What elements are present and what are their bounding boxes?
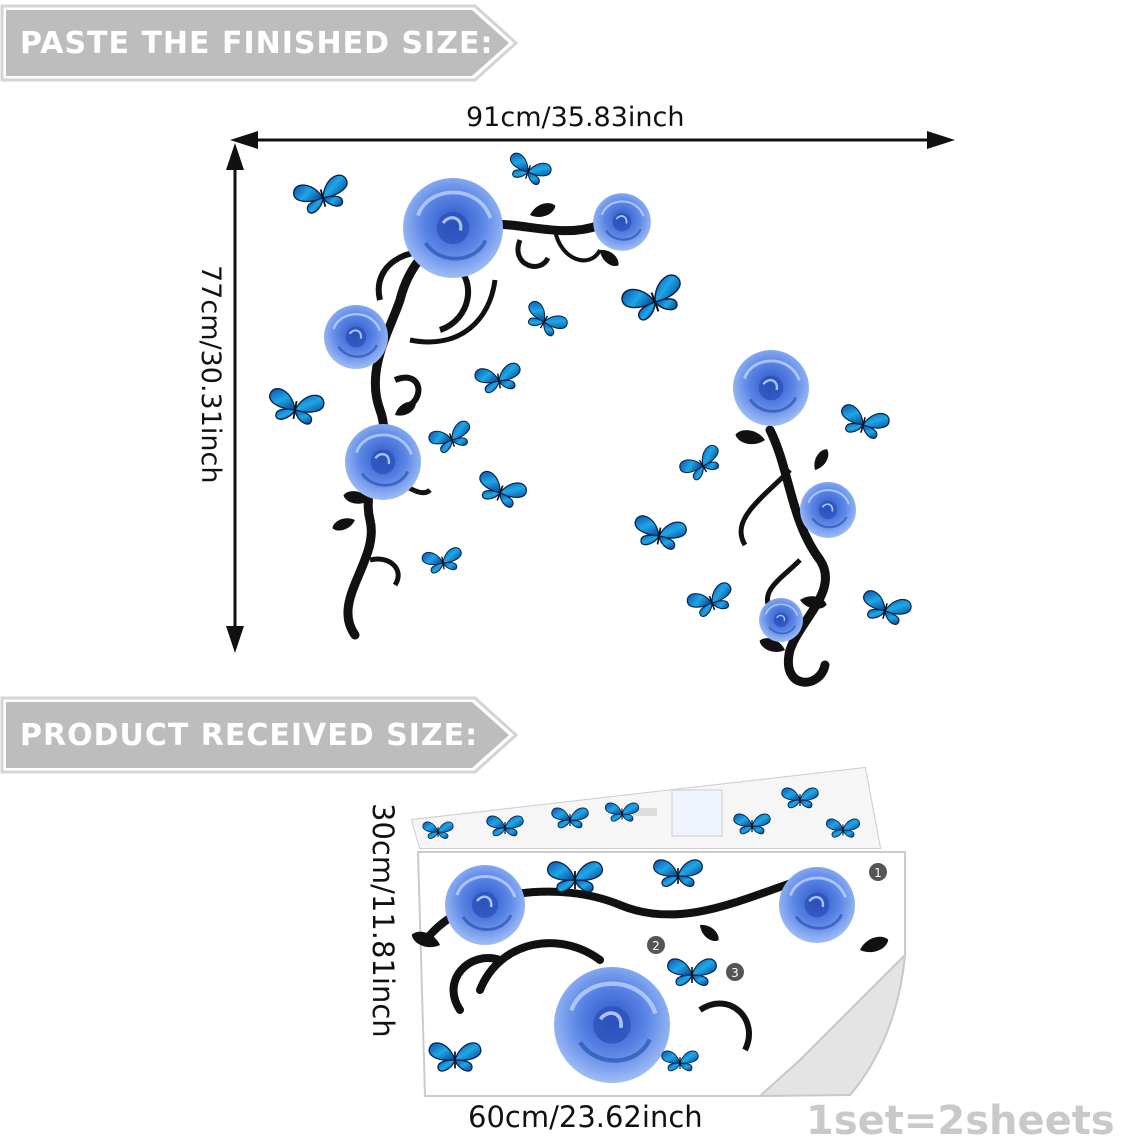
finished-height-label: 77cm/30.31inch bbox=[195, 265, 226, 484]
svg-text:3: 3 bbox=[731, 966, 739, 980]
sheet-number-1: 1 bbox=[869, 863, 887, 881]
left-vine-decal bbox=[322, 176, 652, 640]
banner-arrow-shape bbox=[0, 696, 519, 774]
height-dimension-arrow bbox=[226, 143, 244, 653]
svg-text:1: 1 bbox=[874, 866, 882, 880]
right-vine-decal bbox=[731, 348, 858, 687]
banner-arrow-shape bbox=[0, 4, 519, 82]
width-dimension-arrow bbox=[230, 131, 955, 149]
received-width-label: 60cm/23.62inch bbox=[468, 1100, 703, 1134]
finished-size-banner: PASTE THE FINISHED SIZE: bbox=[0, 4, 520, 82]
received-size-banner: PRODUCT RECEIVED SIZE: bbox=[0, 696, 520, 774]
front-sheet: 1 2 3 bbox=[409, 851, 907, 1098]
received-size-title: PRODUCT RECEIVED SIZE: bbox=[20, 717, 479, 753]
svg-text:2: 2 bbox=[652, 939, 660, 953]
sheet-number-2: 2 bbox=[647, 936, 665, 954]
sheet-preview-thumbnail bbox=[671, 789, 723, 837]
sheet-number-3: 3 bbox=[726, 963, 744, 981]
received-height-label: 30cm/11.81inch bbox=[366, 803, 400, 1038]
set-count-note: 1set=2sheets bbox=[806, 1098, 1115, 1144]
finished-width-label: 91cm/35.83inch bbox=[466, 102, 685, 133]
finished-size-title: PASTE THE FINISHED SIZE: bbox=[20, 25, 494, 61]
back-sheet bbox=[410, 766, 882, 849]
sheet-label-tag bbox=[633, 808, 657, 816]
peeled-corner bbox=[757, 952, 907, 1098]
